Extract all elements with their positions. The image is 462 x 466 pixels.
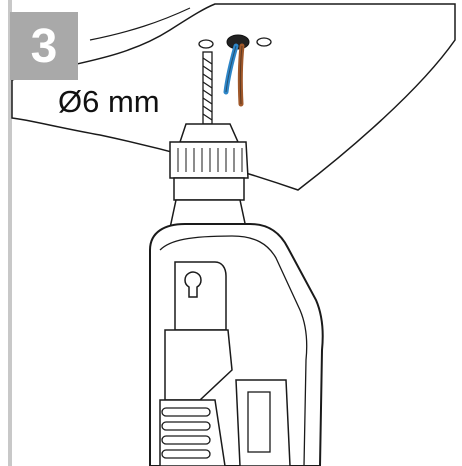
mounting-hole-left <box>198 39 214 49</box>
electric-drill <box>149 223 324 466</box>
keyhole-slot <box>184 271 202 298</box>
wire-blue-outline <box>225 45 237 93</box>
ceiling-edge-curve <box>89 7 191 41</box>
wire-brown-outline <box>239 45 243 105</box>
drill-bit <box>202 51 213 125</box>
ceiling-panel <box>11 3 456 191</box>
mounting-hole-right <box>256 37 272 47</box>
drill-size-label: Ø6 mm <box>58 84 160 119</box>
step-number-badge: 3 <box>10 12 78 80</box>
drill-chuck <box>169 123 249 229</box>
grip-vents <box>161 407 211 459</box>
left-divider <box>8 0 12 466</box>
